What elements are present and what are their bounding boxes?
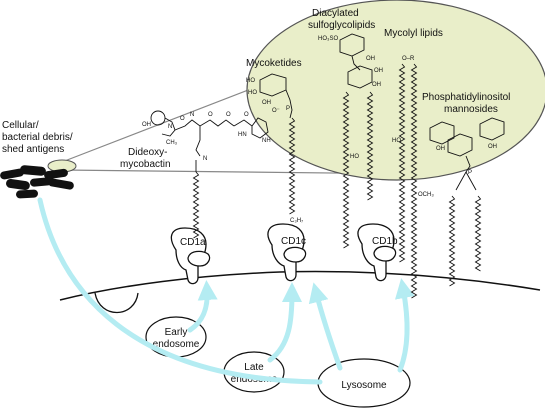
- mycoketide-structure: [259, 73, 293, 119]
- pim-label-line1: Phosphatidylinositol: [422, 92, 510, 103]
- mycolyl-o-r: O–R: [402, 56, 415, 62]
- dideoxy-n2: N: [190, 112, 194, 118]
- chain-mycolyl-b: [410, 63, 418, 299]
- sulfoglycolipids-label-line1: Diacylated: [312, 8, 359, 19]
- arrow-to-cd1c-late: [267, 282, 302, 363]
- sulfo-ho: HO: [350, 154, 359, 160]
- sulfo-oh1: OH: [366, 56, 375, 62]
- dideoxy-n3: N: [203, 156, 207, 162]
- dideoxy-hn: HN: [238, 132, 247, 138]
- chain-sulfo-b: [366, 91, 374, 201]
- dideoxy-label-line2: mycobactin: [120, 159, 171, 170]
- myco-oh: OH: [262, 100, 271, 106]
- mycolyl-ho: HO: [392, 138, 401, 144]
- dideoxy-label-line1: Dideoxy-: [128, 147, 167, 158]
- lipid-chains: [192, 63, 482, 299]
- chain-pim-a: [448, 195, 456, 287]
- chain-sulfo-a: [342, 91, 350, 249]
- sulfo-oh3: OH: [372, 82, 381, 88]
- pim-p: P: [468, 170, 472, 176]
- dideoxy-n: N: [168, 124, 172, 130]
- cd1b-label: CD1b: [372, 236, 398, 247]
- myco-p: P: [286, 106, 290, 112]
- arrow-to-cd1c-lyso: [308, 282, 343, 371]
- pim-oh1: OH: [436, 146, 445, 152]
- cell-membrane: [59, 270, 541, 301]
- cd1c-label: CD1c: [281, 236, 306, 247]
- zoom-bubble: [246, 0, 545, 181]
- myco-ho2: HO: [248, 90, 257, 96]
- dideoxy-oh: OH: [142, 122, 151, 128]
- chain-mycolyl-a: [398, 63, 406, 263]
- dideoxy-o4: O: [244, 112, 249, 118]
- myco-c3h7: C₃H₇: [290, 218, 303, 224]
- myco-ho1: HO: [246, 78, 255, 84]
- cd1a-protein: [170, 227, 211, 285]
- dideoxy-o1: O: [180, 116, 185, 122]
- mycoketides-label: Mycoketides: [246, 58, 302, 69]
- mycolyl-label: Mycolyl lipids: [384, 28, 443, 39]
- early-endosome-label-line2: endosome: [153, 339, 200, 350]
- myco-o-minus: O⁻: [272, 108, 280, 114]
- sulfo-ho3so: HO₃SO: [318, 36, 338, 42]
- late-endosome-label-line1: Late: [244, 362, 264, 373]
- source-label-line2: bacterial debris/: [2, 132, 73, 143]
- sulfoglycolipid-structure: [339, 33, 373, 89]
- sulfoglycolipids-label-line2: sulfoglycolipids: [308, 20, 375, 31]
- arrow-to-cd1b: [394, 278, 415, 373]
- pim-oh2: OH: [488, 144, 497, 150]
- arrow-to-cd1a: [187, 280, 218, 333]
- dideoxy-ch3: CH₃: [166, 140, 178, 146]
- lysosome-label: Lysosome: [341, 380, 387, 391]
- pim-label-line2: mannosides: [444, 104, 498, 115]
- chain-dideoxymycobactin: [192, 171, 200, 239]
- trafficking-arrows: [37, 197, 415, 385]
- chain-pim-b: [474, 195, 482, 272]
- pim-structure: [429, 117, 505, 191]
- cd1c-protein: [267, 223, 307, 282]
- dideoxy-o2: O: [208, 112, 213, 118]
- dideoxy-o3: O: [226, 112, 231, 118]
- chain-mycoketide: [288, 117, 296, 215]
- early-endosome-label-line1: Early: [165, 327, 188, 338]
- cd1b-protein: [357, 223, 397, 282]
- mycolyl-och3: OCH₃: [418, 192, 434, 198]
- dideoxymycobactin-structure: [150, 110, 269, 172]
- membrane-invagination: [94, 292, 139, 314]
- arrow-source-to-lysosome: [37, 197, 323, 385]
- source-label-line3: shed antigens: [2, 144, 64, 155]
- dideoxy-nh: NH: [262, 138, 271, 144]
- sulfo-oh2: OH: [374, 68, 383, 74]
- cd1a-label: CD1a: [180, 237, 206, 248]
- bacteria-icon: [0, 165, 74, 199]
- source-label-line1: Cellular/: [2, 120, 39, 131]
